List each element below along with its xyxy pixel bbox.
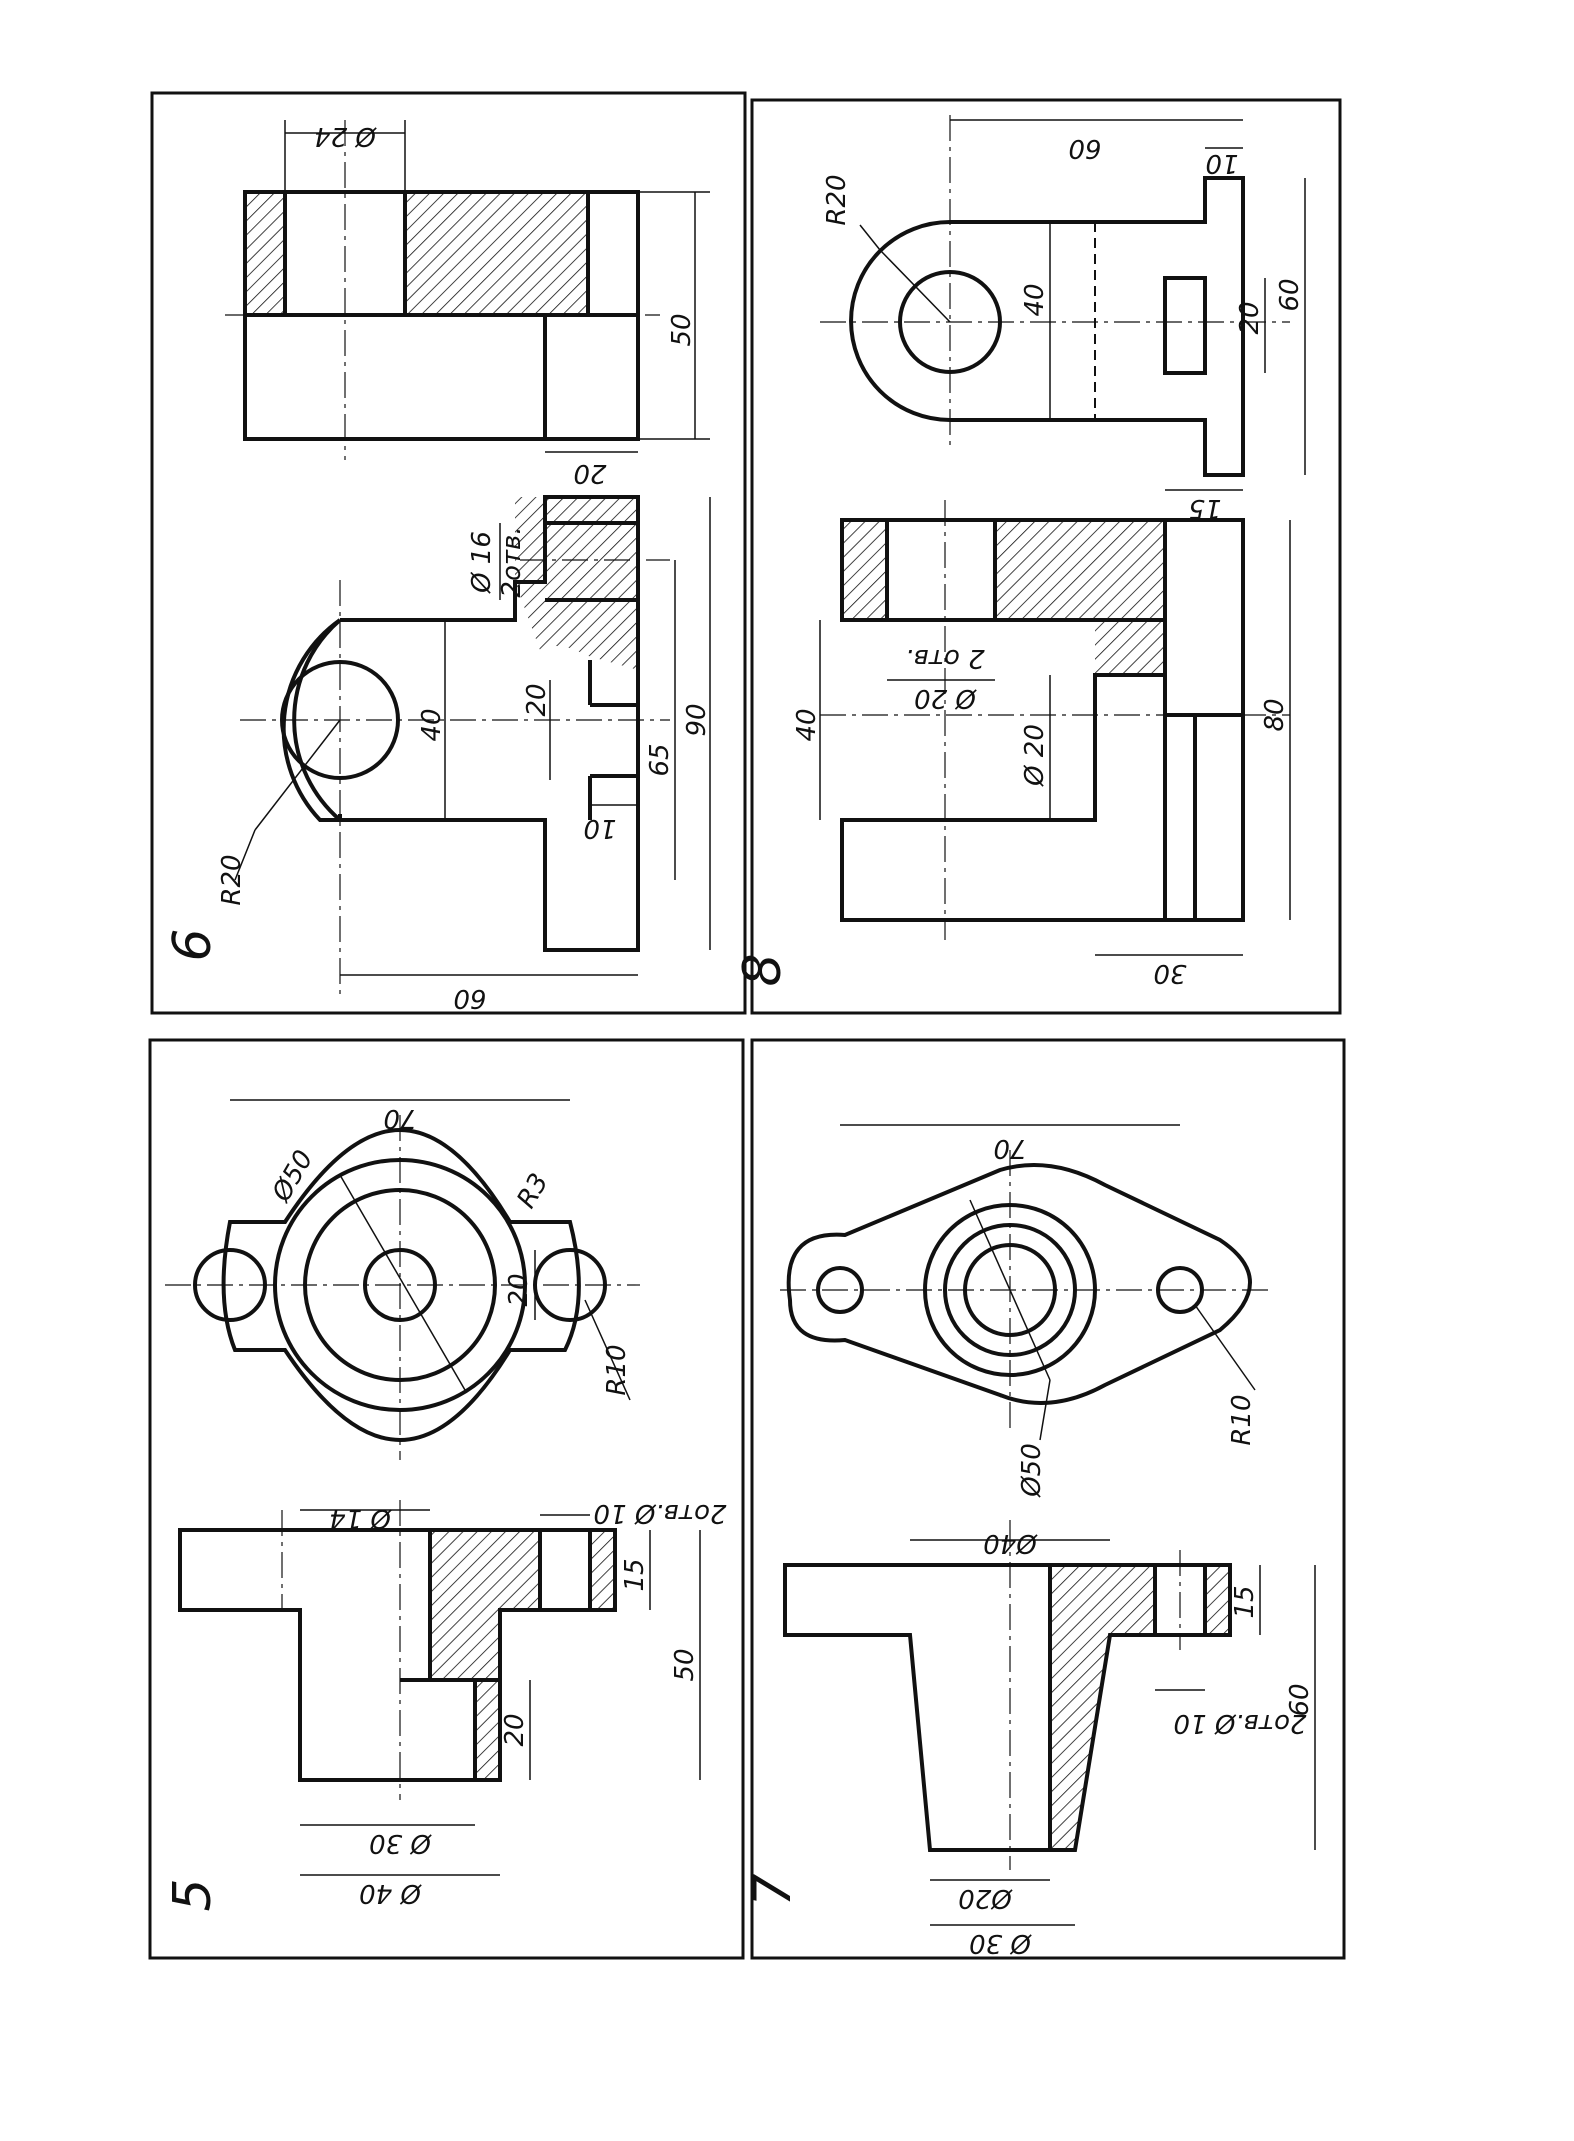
panel-5-frame — [148, 1038, 745, 1960]
p6-number: 6 — [163, 928, 223, 961]
p6-dim-dia24: Ø 24 — [314, 121, 377, 151]
p7-dim-15: 15 — [1230, 1585, 1260, 1618]
p7-dim-dia30: Ø 30 — [969, 1928, 1032, 1958]
p5-dim-r10: R10 — [602, 1344, 632, 1395]
p8-dim-dia20a: Ø 20 — [914, 683, 977, 713]
p8-dim-40b: 40 — [792, 708, 822, 741]
p5-dim-20b: 20 — [500, 1713, 530, 1746]
panel-5-top-view: 70 Ø50 R3 20 R10 — [165, 1099, 640, 1460]
p8-dim-10: 10 — [1205, 148, 1238, 178]
p7-dim-r10: R10 — [1227, 1394, 1257, 1445]
panel-8-front-view: 40 2 отв. Ø 20 Ø 20 80 30 8 — [733, 500, 1291, 988]
p5-dim-2otv: 2отв.Ø 10 — [594, 1498, 727, 1528]
panel-5: 70 Ø50 R3 20 R10 Ø 14 2отв.Ø — [148, 1038, 745, 1960]
p6-dim-20b: 20 — [522, 683, 552, 716]
p8-dim-r20: R20 — [822, 174, 852, 225]
p5-dim-r3: R3 — [511, 1169, 554, 1214]
p7-dim-dia50: Ø50 — [1017, 1443, 1047, 1498]
panel-6-front-view: 40 20 65 90 10 20 Ø 16 2отв. R20 60 6 — [163, 451, 712, 1013]
p7-dim-60: 60 — [1285, 1683, 1315, 1716]
p7-dim-70: 70 — [993, 1133, 1026, 1163]
p6-dim-10: 10 — [583, 813, 616, 843]
panel-8-top-view: 60 10 R20 40 20 60 15 — [820, 115, 1306, 523]
p8-dim-60b: 60 — [1275, 278, 1305, 311]
panel-8-frame — [750, 98, 1342, 1015]
p6-dim-r20: R20 — [217, 854, 247, 905]
p6-dim-dia16: Ø 16 — [467, 531, 497, 594]
p8-dim-40a: 40 — [1020, 283, 1050, 316]
p8-dim-80: 80 — [1260, 698, 1290, 731]
panel-5-front-view: Ø 14 2отв.Ø 10 15 50 20 Ø 30 Ø 40 5 — [163, 1498, 727, 1912]
panel-6: Ø 24 50 40 20 65 — [150, 91, 747, 1015]
p6-dim-40: 40 — [417, 708, 447, 741]
p8-dim-60: 60 — [1068, 133, 1101, 163]
panel-7-top-view: 70 Ø50 R10 — [780, 1124, 1270, 1498]
p5-dim-dia14: Ø 14 — [329, 1503, 392, 1533]
p6-dim-65: 65 — [645, 743, 675, 776]
p5-dim-20: 20 — [504, 1273, 534, 1306]
p8-dim-dia20b: Ø 20 — [1020, 724, 1050, 787]
p8-dim-30: 30 — [1153, 958, 1186, 988]
p7-dim-2otv: 2отв.Ø 10 — [1174, 1708, 1307, 1738]
p7-number: 7 — [743, 1873, 803, 1906]
panel-6-top-view: Ø 24 50 — [225, 120, 710, 460]
p7-dim-dia40: Ø40 — [983, 1528, 1038, 1558]
panel-7-front-view: Ø40 15 60 2отв.Ø 10 Ø20 Ø 30 7 — [743, 1520, 1316, 1958]
p6-dim-60: 60 — [453, 983, 486, 1013]
p5-dim-50: 50 — [670, 1648, 700, 1681]
panel-6-frame — [150, 91, 747, 1015]
p8-number: 8 — [733, 953, 793, 986]
p5-dim-dia30: Ø 30 — [369, 1828, 432, 1858]
p6-dim-90: 90 — [682, 703, 712, 736]
p6-dim-2otv: 2отв. — [497, 526, 527, 597]
panel-8: 60 10 R20 40 20 60 15 — [733, 98, 1342, 1015]
panel-7-frame — [750, 1038, 1346, 1960]
panel-7: 70 Ø50 R10 Ø40 15 60 2отв.Ø 10 — [743, 1038, 1346, 1960]
p5-dim-15: 15 — [620, 1558, 650, 1591]
p6-dim-50: 50 — [667, 313, 697, 346]
p5-number: 5 — [163, 1878, 223, 1911]
p8-dim-2otv: 2 отв. — [905, 643, 984, 673]
p7-dim-dia20: Ø20 — [958, 1883, 1013, 1913]
p5-dim-dia40: Ø 40 — [359, 1878, 422, 1908]
p6-dim-20a: 20 — [573, 458, 606, 488]
p5-dim-70: 70 — [383, 1103, 416, 1133]
p8-dim-20: 20 — [1235, 301, 1265, 334]
